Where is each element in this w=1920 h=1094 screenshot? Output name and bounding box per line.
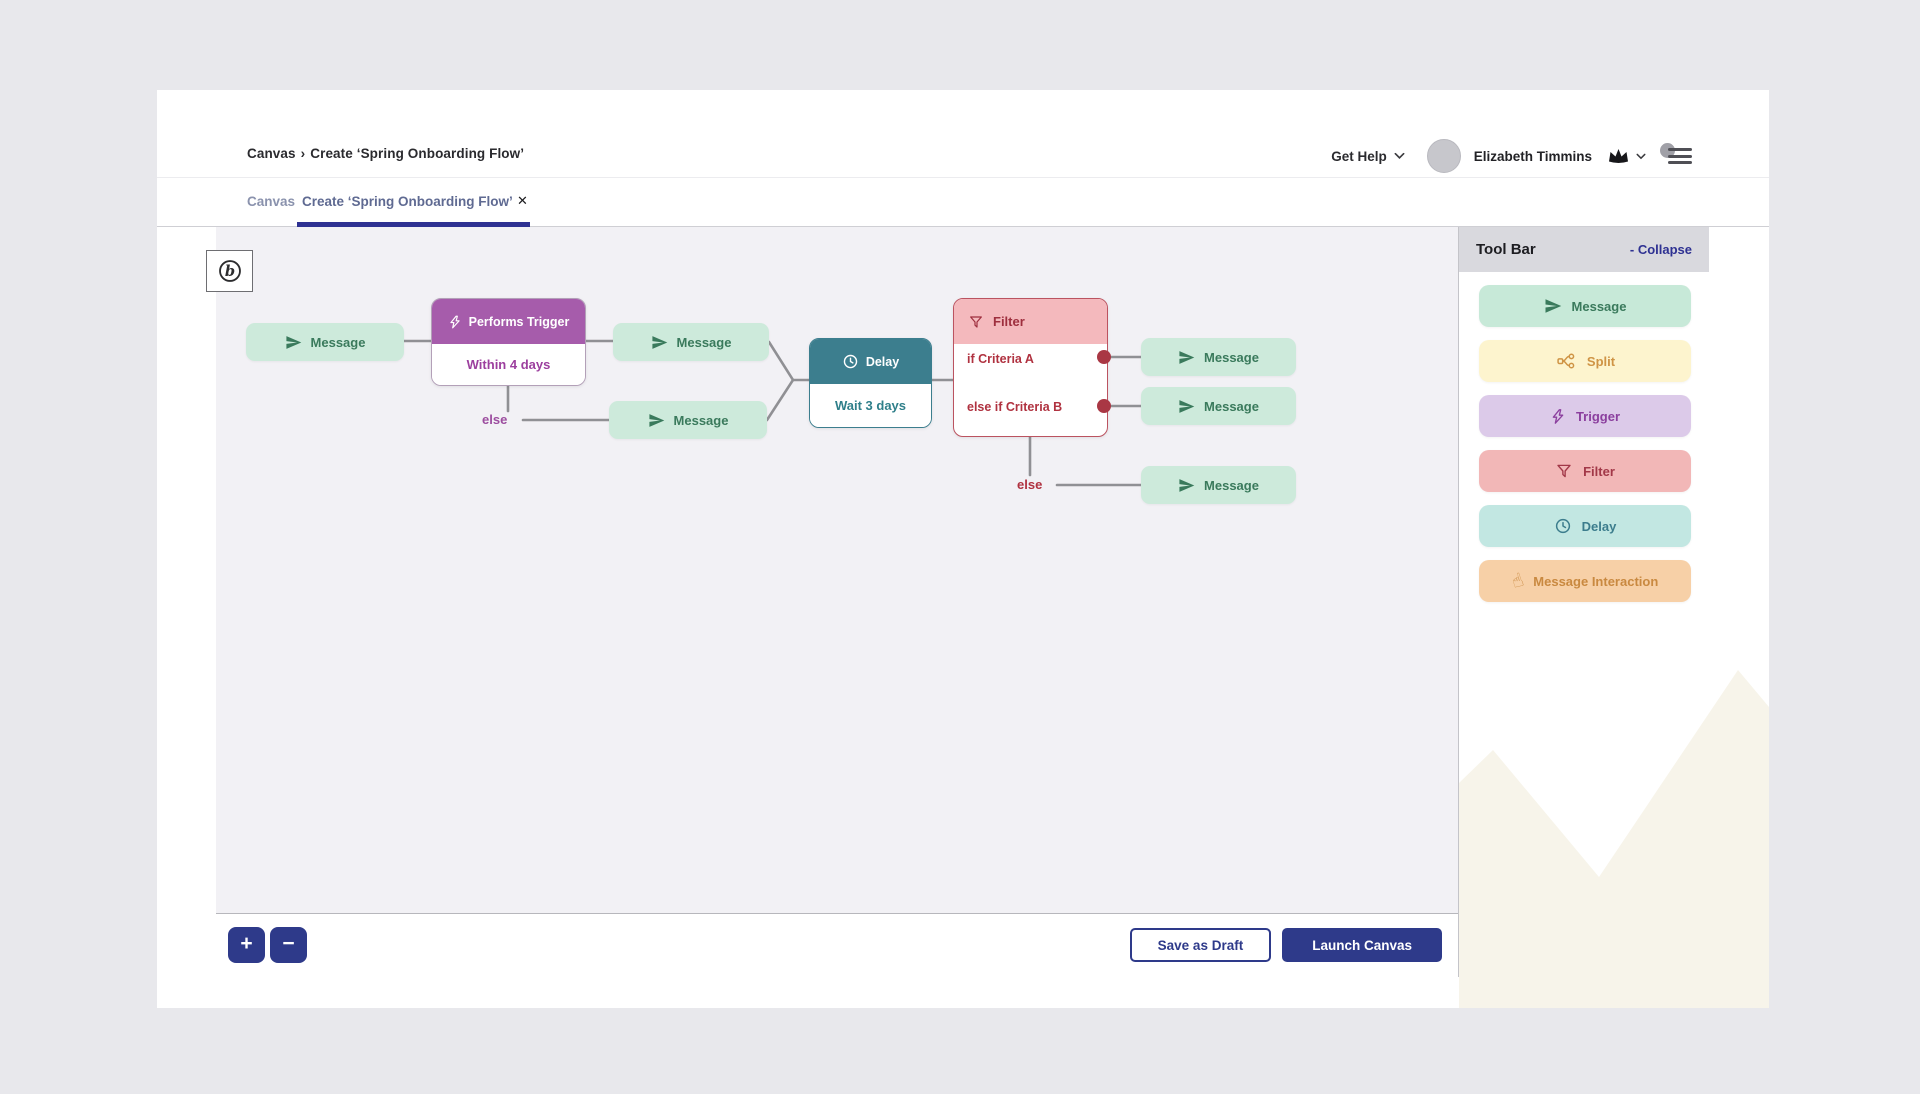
performs-trigger-node[interactable]: Performs Trigger Within 4 days [431, 298, 586, 386]
filter-node-header: Filter [954, 299, 1107, 344]
toolbar-item-label: Message Interaction [1533, 573, 1659, 589]
top-header: Canvas › Create ‘Spring Onboarding Flow’ G… [157, 90, 1769, 178]
funnel-icon [970, 315, 982, 328]
node-label: Message [673, 412, 729, 428]
toolbar-collapse-button[interactable]: - Collapse [1629, 242, 1692, 257]
paper-plane-icon [285, 335, 301, 349]
content-area: b Message Message Message Message [157, 227, 1769, 1008]
toolbar-item-message[interactable]: Message [1479, 285, 1691, 327]
node-label: Message [676, 334, 732, 350]
toolbar-item-split[interactable]: Split [1479, 340, 1691, 382]
b-logo-icon: b [218, 260, 241, 282]
account-crown-menu[interactable] [1606, 147, 1646, 165]
get-help-label: Get Help [1331, 148, 1387, 164]
toolbar-item-message-interaction[interactable]: ☝ Message Interaction [1479, 560, 1691, 602]
chevron-down-icon [1394, 152, 1405, 160]
message-node-2[interactable]: Message [613, 323, 769, 361]
zoom-in-button[interactable]: + [228, 927, 265, 963]
active-tab-underline [297, 222, 530, 227]
message-node-6[interactable]: Message [1141, 466, 1296, 504]
paper-plane-icon [1179, 399, 1195, 413]
user-name: Elizabeth Timmins [1473, 148, 1592, 164]
get-help-menu[interactable]: Get Help [1331, 149, 1405, 164]
connector-dot[interactable] [1097, 399, 1111, 413]
toolbar-title: Tool Bar [1476, 241, 1536, 258]
canvas-sidebar-divider [1458, 227, 1459, 977]
close-tab-icon[interactable]: ✕ [517, 193, 528, 208]
toolbar-item-label: Filter [1583, 463, 1615, 479]
filter-else-label: else [1017, 477, 1043, 492]
node-label: Message [310, 334, 366, 350]
tab-canvas[interactable]: Canvas [247, 194, 296, 209]
breadcrumb-current: Create ‘Spring Onboarding Flow’ [310, 146, 525, 161]
paper-plane-icon [1179, 478, 1195, 492]
clock-icon [1555, 518, 1570, 534]
toolbar-item-label: Trigger [1575, 408, 1621, 424]
toolbar-item-delay[interactable]: Delay [1479, 505, 1691, 547]
node-title: Performs Trigger [468, 314, 570, 329]
trigger-else-label: else [482, 412, 508, 427]
save-as-draft-button[interactable]: Save as Draft [1129, 928, 1272, 962]
flow-canvas[interactable]: b Message Message Message Message [206, 227, 1458, 914]
paper-plane-icon [1545, 299, 1561, 313]
delay-node[interactable]: Delay Wait 3 days [809, 338, 932, 428]
zoom-out-button[interactable]: − [270, 927, 307, 963]
node-label: Message [1204, 349, 1259, 365]
delay-node-header: Delay [810, 339, 931, 384]
connector-dot[interactable] [1097, 350, 1111, 364]
lightning-icon [1552, 408, 1564, 424]
trigger-node-body: Within 4 days [432, 344, 585, 385]
canvas-actions: Save as Draft Launch Canvas [1129, 928, 1442, 962]
chevron-down-icon [1636, 153, 1646, 159]
trigger-node-header: Performs Trigger [432, 299, 585, 344]
funnel-icon [1557, 464, 1571, 478]
launch-canvas-button[interactable]: Launch Canvas [1282, 928, 1442, 962]
node-label: Message [1204, 477, 1259, 493]
lightning-icon [449, 315, 460, 328]
breadcrumb-separator: › [300, 146, 306, 161]
toolbar-sidebar: Tool Bar - Collapse Message Split Trigge… [1459, 227, 1769, 1008]
filter-node[interactable]: Filter if Criteria A else if Criteria B [953, 298, 1108, 437]
tab-create-flow[interactable]: Create ‘Spring Onboarding Flow’ [302, 194, 513, 209]
breadcrumb: Canvas › Create ‘Spring Onboarding Flow’ [247, 146, 524, 161]
mountain-watermark [1459, 670, 1769, 1008]
paper-plane-icon [648, 413, 664, 427]
node-title: Filter [993, 314, 1025, 329]
crown-icon [1609, 149, 1628, 163]
toolbar-item-filter[interactable]: Filter [1479, 450, 1691, 492]
svg-text:b: b [224, 263, 234, 280]
status-dot [1660, 143, 1675, 158]
tap-hand-icon: ☝ [1508, 569, 1527, 593]
avatar[interactable] [1426, 139, 1461, 173]
toolbar-header: Tool Bar - Collapse [1459, 227, 1709, 272]
canvas-footer-strip: + − Save as Draft Launch Canvas [216, 914, 1458, 977]
node-title: Delay [865, 354, 900, 369]
breadcrumb-canvas[interactable]: Canvas [247, 146, 296, 161]
delay-node-body: Wait 3 days [810, 384, 931, 427]
braze-logo-badge: b [206, 250, 253, 292]
message-node-5[interactable]: Message [1141, 387, 1296, 425]
message-node-1[interactable]: Message [246, 323, 404, 361]
toolbar-item-label: Split [1586, 353, 1616, 369]
tab-bar: Canvas Create ‘Spring Onboarding Flow’ ✕ [157, 178, 1769, 227]
header-right-cluster: Get Help Elizabeth Timmins [1331, 138, 1692, 174]
toolbar-item-label: Message [1571, 298, 1627, 314]
hamburger-menu-icon[interactable] [1660, 143, 1692, 166]
clock-icon [843, 354, 858, 369]
toolbar-item-label: Delay [1581, 518, 1617, 534]
filter-branch-elseif: else if Criteria B [967, 400, 1063, 414]
message-node-4[interactable]: Message [1141, 338, 1296, 376]
node-label: Message [1204, 398, 1259, 414]
message-node-3[interactable]: Message [609, 401, 767, 439]
split-icon [1557, 353, 1575, 369]
paper-plane-icon [1179, 350, 1195, 364]
filter-branch-if: if Criteria A [967, 352, 1034, 366]
app-window: Canvas › Create ‘Spring Onboarding Flow’ G… [157, 90, 1769, 1008]
paper-plane-icon [651, 335, 667, 349]
toolbar-item-trigger[interactable]: Trigger [1479, 395, 1691, 437]
